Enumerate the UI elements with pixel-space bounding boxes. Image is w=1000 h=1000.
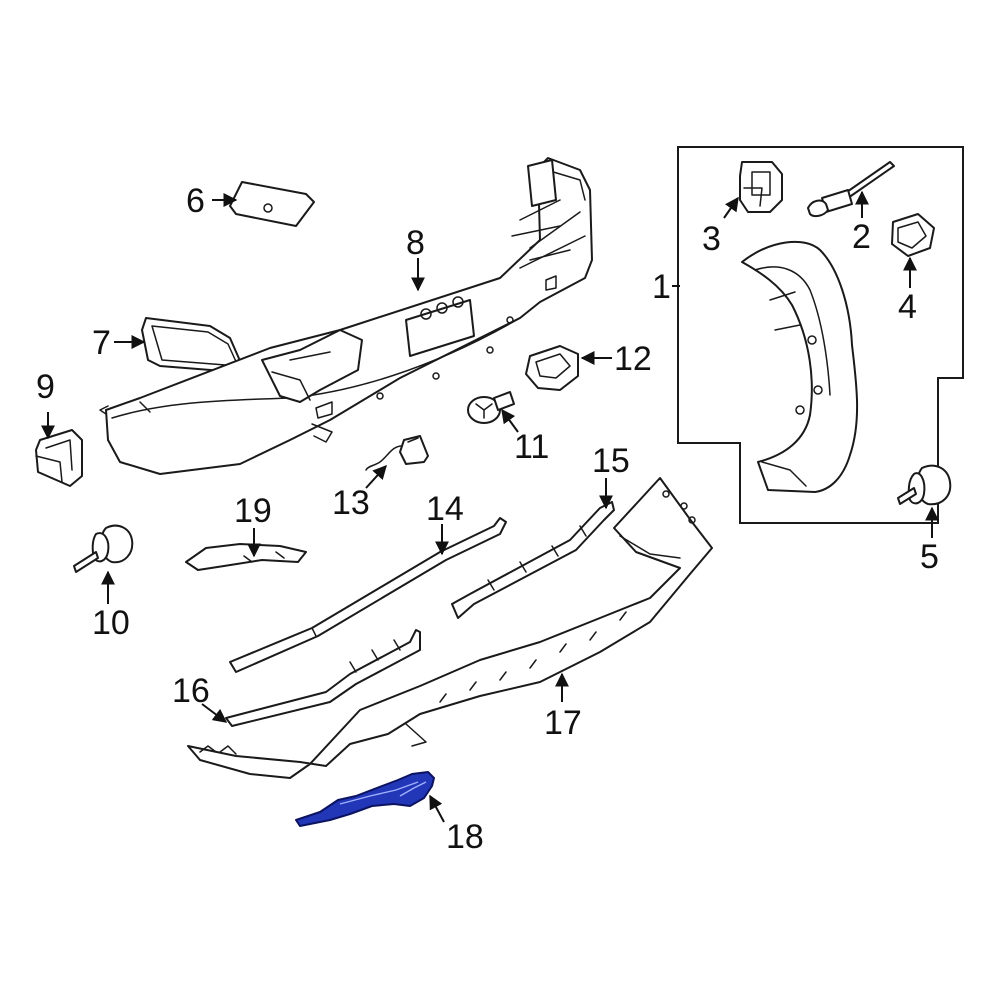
part-14-trim-strip[interactable] <box>229 517 507 673</box>
callout-5: 5 <box>920 538 939 576</box>
part-4-nut-clip[interactable] <box>891 213 935 257</box>
callout-labels: 1 2 3 4 5 6 7 8 9 10 11 12 13 14 15 16 1… <box>36 182 939 856</box>
part-13-wiring-clip[interactable] <box>365 435 429 471</box>
part-8-bumper-cover[interactable] <box>99 157 593 475</box>
callout-2: 2 <box>852 218 871 256</box>
callout-16: 16 <box>172 672 210 710</box>
callout-14: 14 <box>426 490 464 528</box>
part-10-push-pin[interactable] <box>73 524 134 573</box>
part-18-deflector-highlighted[interactable] <box>295 771 435 827</box>
part-12-clip[interactable] <box>525 345 579 391</box>
callout-4: 4 <box>898 288 917 326</box>
callout-13: 13 <box>332 484 370 522</box>
part-5-push-pin[interactable] <box>897 464 952 506</box>
callout-15: 15 <box>592 442 630 480</box>
callout-10: 10 <box>92 604 130 642</box>
callout-8: 8 <box>406 224 425 262</box>
callout-9: 9 <box>36 368 55 406</box>
callout-18: 18 <box>446 818 484 856</box>
callout-1: 1 <box>652 268 671 306</box>
leader-lines <box>41 190 939 823</box>
callout-12: 12 <box>614 340 652 378</box>
callout-19: 19 <box>234 492 272 530</box>
callout-11: 11 <box>514 428 549 466</box>
group-box-item-1 <box>677 146 964 524</box>
callout-3: 3 <box>702 220 721 258</box>
part-1-bracket[interactable] <box>741 240 859 493</box>
part-2-push-rivet[interactable] <box>807 161 895 218</box>
part-3-clip[interactable] <box>739 161 783 213</box>
part-9-bracket[interactable] <box>35 429 83 487</box>
part-16-lower-trim[interactable] <box>225 629 421 727</box>
part-15-trim-strip[interactable] <box>451 501 615 619</box>
part-17-valance[interactable] <box>187 477 713 779</box>
part-6-plate[interactable] <box>229 181 315 227</box>
callout-6: 6 <box>186 182 205 220</box>
part-19-trim-piece[interactable] <box>185 543 307 571</box>
callout-17: 17 <box>544 704 582 742</box>
callout-7: 7 <box>92 324 111 362</box>
part-11-screw[interactable] <box>467 391 515 424</box>
